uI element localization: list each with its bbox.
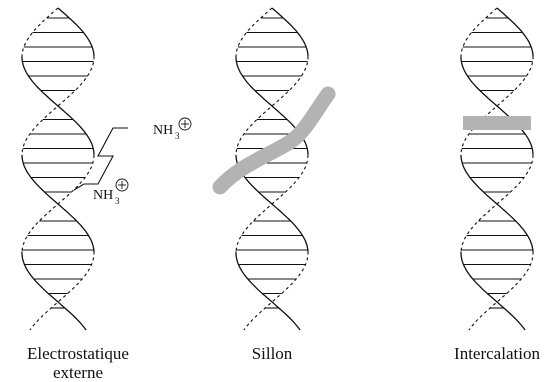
dna-strand-front — [21, 251, 87, 331]
dna-helix-intercalation — [460, 7, 534, 331]
caption-sillon: Sillon — [252, 344, 293, 363]
dna-strand-back — [235, 154, 309, 252]
dna-strand-front — [235, 251, 301, 331]
alkyl-chain — [73, 127, 128, 191]
dna-strand-back — [243, 251, 309, 331]
groove-binder-ligand — [212, 86, 336, 195]
dna-strand-back — [235, 7, 273, 57]
caption-electrostatique: Electrostatique — [27, 344, 129, 363]
caption-intercalation: Intercalation — [454, 344, 540, 363]
positive-charge-icon — [178, 117, 192, 131]
polyamine-ligand: NH 3 NH 3 — [73, 117, 192, 206]
dna-strand-back — [460, 7, 498, 57]
dna-strand-front — [460, 251, 526, 331]
dna-helix-electrostatic — [21, 7, 95, 331]
dna-helix-groove — [235, 7, 309, 331]
dna-strand-back — [29, 251, 95, 331]
dna-strand-back — [460, 154, 534, 252]
dna-strand-back — [468, 251, 534, 331]
dna-strand-back — [21, 7, 59, 57]
ammonium-bottom-label: NH — [93, 188, 113, 203]
dna-strand-front — [21, 56, 95, 155]
intercalator-ligand — [463, 116, 531, 130]
dna-strand-back — [21, 154, 95, 252]
dna-strand-front — [460, 56, 534, 155]
ammonium-top-label: NH — [153, 123, 173, 138]
positive-charge-icon — [115, 178, 129, 192]
dna-strand-front — [460, 154, 534, 252]
dna-strand-front — [21, 154, 95, 252]
ammonium-bottom-subscript: 3 — [115, 196, 120, 206]
ammonium-top-subscript: 3 — [175, 131, 180, 141]
caption-externe: externe — [53, 363, 103, 382]
